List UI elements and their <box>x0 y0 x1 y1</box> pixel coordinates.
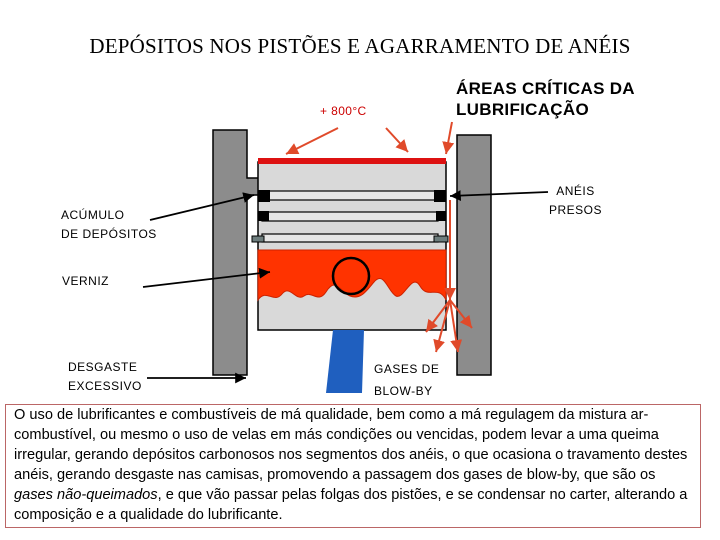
description-paragraph: O uso de lubrificantes e combustíveis de… <box>14 407 688 523</box>
blowby-gases-label: GASES DE BLOW-BY <box>374 362 440 398</box>
description-text-box: O uso de lubrificantes e combustíveis de… <box>5 404 701 528</box>
blowby-arrows <box>425 200 473 353</box>
stuck-rings-pointer <box>449 190 549 201</box>
ring-deposits <box>251 190 449 243</box>
stuck-rings-label: ANÉIS PRESOS <box>549 184 603 217</box>
varnish-label: VERNIZ <box>62 274 110 288</box>
piston-diagram <box>142 121 549 393</box>
left-cylinder-wall <box>212 129 263 376</box>
right-cylinder-wall <box>456 134 492 376</box>
varnish-region <box>257 249 447 302</box>
piston-body <box>257 161 447 331</box>
piston-pin <box>331 256 371 296</box>
piston-rings <box>261 190 439 243</box>
unburned-gases-term: gases não-queimados <box>14 487 158 503</box>
deposit-buildup-label: ACÚMULO DE DEPÓSITOS <box>61 208 157 241</box>
connecting-rod <box>326 330 364 393</box>
heat-arrow-right <box>385 127 409 153</box>
deposit-pointer <box>149 192 255 221</box>
piston-crown <box>258 158 446 164</box>
critical-area-arrow <box>442 121 455 155</box>
excess-wear-label: DESGASTE EXCESSIVO <box>68 360 142 393</box>
temperature-label: + 800°C <box>320 104 367 118</box>
heat-arrow-left <box>285 127 339 155</box>
critical-areas-label: ÁREAS CRÍTICAS DA LUBRIFICAÇÃO <box>456 79 635 119</box>
varnish-pointer <box>142 267 271 288</box>
diagram-title: DEPÓSITOS NOS PISTÕES E AGARRAMENTO DE A… <box>89 34 631 58</box>
